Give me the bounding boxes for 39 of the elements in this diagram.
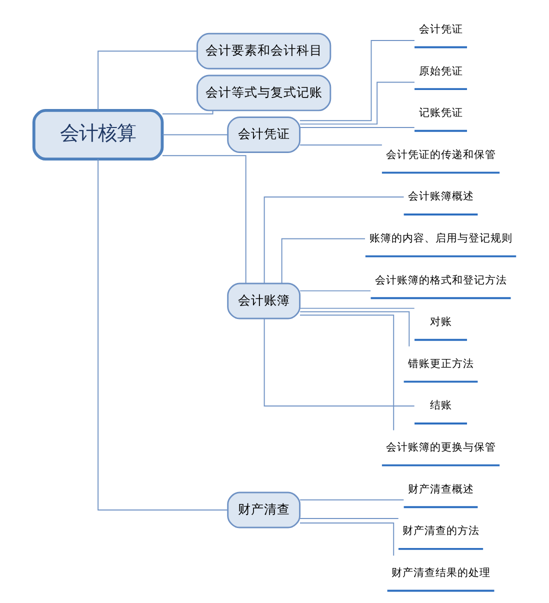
node-box: 会计核算 [32,109,164,161]
node-text: 结账 [429,398,452,412]
node-box: 会计凭证 [226,116,300,153]
connector [299,290,371,292]
node-box: 会计账簿 [226,282,300,320]
connector [299,522,394,556]
node-text: 财产清查结果的处理 [390,566,490,579]
node-text: 会计凭证 [418,22,462,36]
connector [299,144,382,146]
node-box: 会计要素和会计科目 [196,32,331,70]
node-text: 财产清查的方法 [402,524,479,538]
node-text: 会计账簿的更换与保管 [385,440,496,454]
node-box: 会计等式与复式记账 [196,74,331,112]
connector [299,311,410,347]
node-text: 对账 [429,315,452,328]
node-text: 原始凭证 [418,64,462,78]
node-box: 财产清查 [226,492,300,528]
connector [299,308,414,309]
connector [299,499,404,500]
connector [161,110,213,114]
connector [299,518,398,519]
connector [162,134,228,136]
node-text: 财产清查概述 [407,482,474,496]
connector [280,238,365,284]
connector [263,318,414,406]
node-text: 会计账簿的格式和登记方法 [374,273,506,286]
node-text: 记账凭证 [418,106,462,120]
connector [97,158,228,511]
node-text: 账簿的内容、启用与登记规则 [368,232,512,245]
connector [298,82,414,125]
node-text: 会计凭证的传递和保管 [385,148,496,161]
node-text: 错账更正方法 [407,356,474,370]
connector [299,126,414,128]
connector [298,40,414,122]
connector [263,196,404,284]
node-text: 会计账簿概述 [407,190,474,203]
connector [299,314,394,431]
connector [161,155,246,284]
connector [97,50,197,111]
